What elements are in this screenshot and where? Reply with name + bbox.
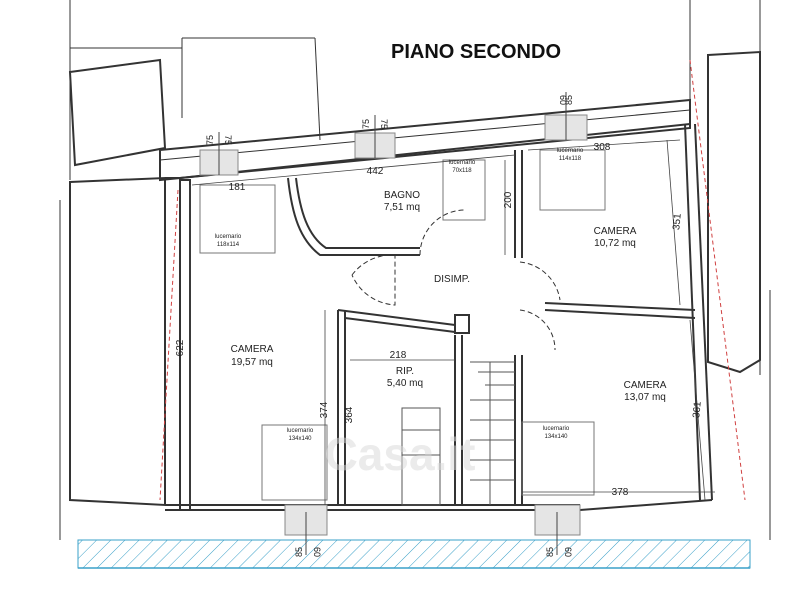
camera-nw-name: CAMERA xyxy=(231,344,274,355)
plan-title: PIANO SECONDO xyxy=(391,41,561,63)
interior-walls xyxy=(287,150,696,505)
reference-lines xyxy=(159,59,746,501)
dim-622: 622 xyxy=(175,339,186,356)
stairs xyxy=(401,361,515,506)
window-1-dim-a: 75 xyxy=(205,135,215,145)
camera-se-name: CAMERA xyxy=(624,380,667,391)
dim-218: 218 xyxy=(390,350,407,361)
dim-364: 364 xyxy=(344,406,355,423)
skylight-nw-size: 118x114 xyxy=(217,242,240,248)
top-wall xyxy=(159,98,691,182)
skylight-bagno-label: lucernario xyxy=(449,160,476,166)
camera-nw-area: 19,57 mq xyxy=(231,357,273,368)
window-1-dim-b: 75 xyxy=(223,135,233,145)
skylight-bagno-size: 70x118 xyxy=(452,168,472,174)
dim-374: 374 xyxy=(319,401,330,418)
window-4-dim-a: 85 xyxy=(294,547,304,557)
window-5-dim-a: 85 xyxy=(545,547,555,557)
right-block-wall xyxy=(707,50,761,374)
window-4-dim-b: 60 xyxy=(312,547,322,557)
skylight-se-size: 134x140 xyxy=(544,434,568,440)
disimpegno-name: DISIMP. xyxy=(434,274,470,285)
window-2-dim-a: 75 xyxy=(361,119,371,129)
window-ticks xyxy=(218,92,567,555)
skylight-outlines xyxy=(199,149,606,501)
window-5-dim-b: 60 xyxy=(563,547,573,557)
dim-308: 308 xyxy=(594,142,611,153)
bagno-name: BAGNO xyxy=(384,190,420,201)
dim-361: 361 xyxy=(691,401,703,419)
terrace-hatch xyxy=(77,539,751,569)
watermark: Casa.it xyxy=(325,428,476,480)
skylight-sw-size: 134x140 xyxy=(288,436,312,442)
skylight-nw-label: lucernario xyxy=(215,234,242,240)
dim-181: 181 xyxy=(229,182,246,193)
window-3-dim-a: 85 xyxy=(564,95,574,105)
camera-ne-name: CAMERA xyxy=(594,226,637,237)
skylight-ne-label: lucernario xyxy=(557,148,584,154)
camera-ne-area: 10,72 mq xyxy=(594,238,636,249)
door-swings xyxy=(351,209,561,351)
ripostiglio-name: RIP. xyxy=(396,366,414,377)
dim-378: 378 xyxy=(612,487,629,498)
camera-se-area: 13,07 mq xyxy=(624,392,666,403)
skylight-sw-label: lucernario xyxy=(287,428,314,434)
window-3-dim-b: 60 xyxy=(558,95,568,105)
left-block-wall xyxy=(68,58,167,167)
skylight-ne-size: 114x118 xyxy=(559,156,582,162)
dim-442: 442 xyxy=(367,166,384,177)
ripostiglio-area: 5,40 mq xyxy=(387,378,423,389)
bagno-area: 7,51 mq xyxy=(384,202,420,213)
dim-200: 200 xyxy=(503,191,514,208)
left-lower-wall xyxy=(69,176,166,507)
window-2-dim-b: 75 xyxy=(379,119,389,129)
dim-351: 351 xyxy=(671,213,683,231)
skylight-se-label: lucernario xyxy=(543,426,570,432)
dimension-lines xyxy=(189,139,715,505)
